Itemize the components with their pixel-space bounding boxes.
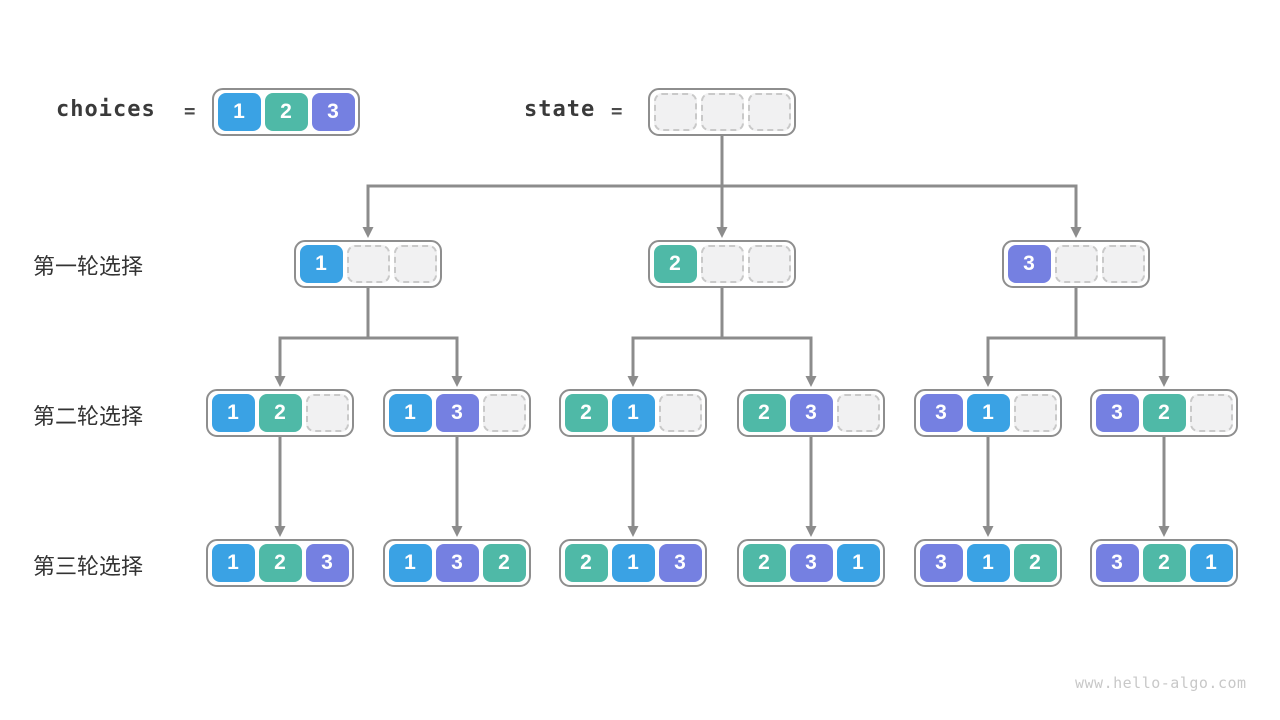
value-cell-3: 3	[311, 93, 355, 131]
value-cell-2: 2	[1142, 394, 1186, 432]
value-cell-2: 2	[482, 544, 526, 582]
value-cell-2: 2	[742, 394, 786, 432]
round-2-label: 第二轮选择	[33, 404, 144, 429]
value-cell-3: 3	[789, 394, 833, 432]
empty-slot	[1189, 394, 1233, 432]
value-cell-2: 2	[653, 245, 697, 283]
empty-slot	[658, 394, 702, 432]
arrowhead-icon	[716, 227, 728, 238]
value-cell-3: 3	[789, 544, 833, 582]
value-cell-1: 1	[217, 93, 261, 131]
value-cell-1: 1	[211, 394, 255, 432]
arrowhead-icon	[627, 526, 639, 537]
empty-slot	[1101, 245, 1145, 283]
value-cell-2: 2	[1013, 544, 1057, 582]
value-cell-2: 2	[264, 93, 308, 131]
value-cell-1: 1	[611, 544, 655, 582]
value-cell-1: 1	[611, 394, 655, 432]
value-cell-1: 1	[966, 544, 1010, 582]
arrowhead-icon	[982, 376, 994, 387]
state-array	[648, 88, 796, 136]
arrowhead-icon	[274, 526, 286, 537]
empty-slot	[393, 245, 437, 283]
value-cell-2: 2	[564, 544, 608, 582]
value-cell-2: 2	[258, 394, 302, 432]
value-cell-1: 1	[966, 394, 1010, 432]
empty-slot	[346, 245, 390, 283]
value-cell-3: 3	[1095, 394, 1139, 432]
empty-slot	[482, 394, 526, 432]
value-cell-3: 3	[658, 544, 702, 582]
value-cell-3: 3	[1095, 544, 1139, 582]
empty-slot	[700, 245, 744, 283]
value-cell-2: 2	[564, 394, 608, 432]
arrowhead-icon	[805, 376, 817, 387]
arrowhead-icon	[1158, 376, 1170, 387]
value-cell-2: 2	[742, 544, 786, 582]
state-node-round1-1: 2	[648, 240, 796, 288]
value-cell-1: 1	[1189, 544, 1233, 582]
state-label: state	[524, 97, 596, 122]
state-node-round1-0: 1	[294, 240, 442, 288]
value-cell-3: 3	[1007, 245, 1051, 283]
value-cell-1: 1	[211, 544, 255, 582]
arrowhead-icon	[451, 376, 463, 387]
state-equals-sign: =	[611, 100, 623, 122]
arrowhead-icon	[982, 526, 994, 537]
round-3-label: 第三轮选择	[33, 554, 144, 579]
empty-slot	[700, 93, 744, 131]
arrowhead-icon	[1158, 526, 1170, 537]
value-cell-3: 3	[919, 544, 963, 582]
empty-slot	[653, 93, 697, 131]
arrowhead-icon	[805, 526, 817, 537]
arrowhead-icon	[274, 376, 286, 387]
value-cell-2: 2	[1142, 544, 1186, 582]
choices-equals-sign: =	[184, 100, 196, 122]
arrowhead-icon	[362, 227, 374, 238]
state-node-round1-2: 3	[1002, 240, 1150, 288]
value-cell-1: 1	[388, 394, 432, 432]
value-cell-2: 2	[258, 544, 302, 582]
value-cell-1: 1	[836, 544, 880, 582]
round-1-label: 第一轮选择	[33, 254, 144, 279]
value-cell-1: 1	[388, 544, 432, 582]
arrowhead-icon	[1070, 227, 1082, 238]
choices-label: choices	[56, 97, 156, 122]
arrowhead-icon	[451, 526, 463, 537]
value-cell-3: 3	[435, 544, 479, 582]
empty-slot	[836, 394, 880, 432]
empty-slot	[747, 93, 791, 131]
value-cell-1: 1	[299, 245, 343, 283]
watermark: www.hello-algo.com	[1075, 674, 1247, 692]
empty-slot	[1013, 394, 1057, 432]
value-cell-3: 3	[305, 544, 349, 582]
empty-slot	[305, 394, 349, 432]
value-cell-3: 3	[919, 394, 963, 432]
value-cell-3: 3	[435, 394, 479, 432]
arrowhead-icon	[627, 376, 639, 387]
empty-slot	[1054, 245, 1098, 283]
empty-slot	[747, 245, 791, 283]
